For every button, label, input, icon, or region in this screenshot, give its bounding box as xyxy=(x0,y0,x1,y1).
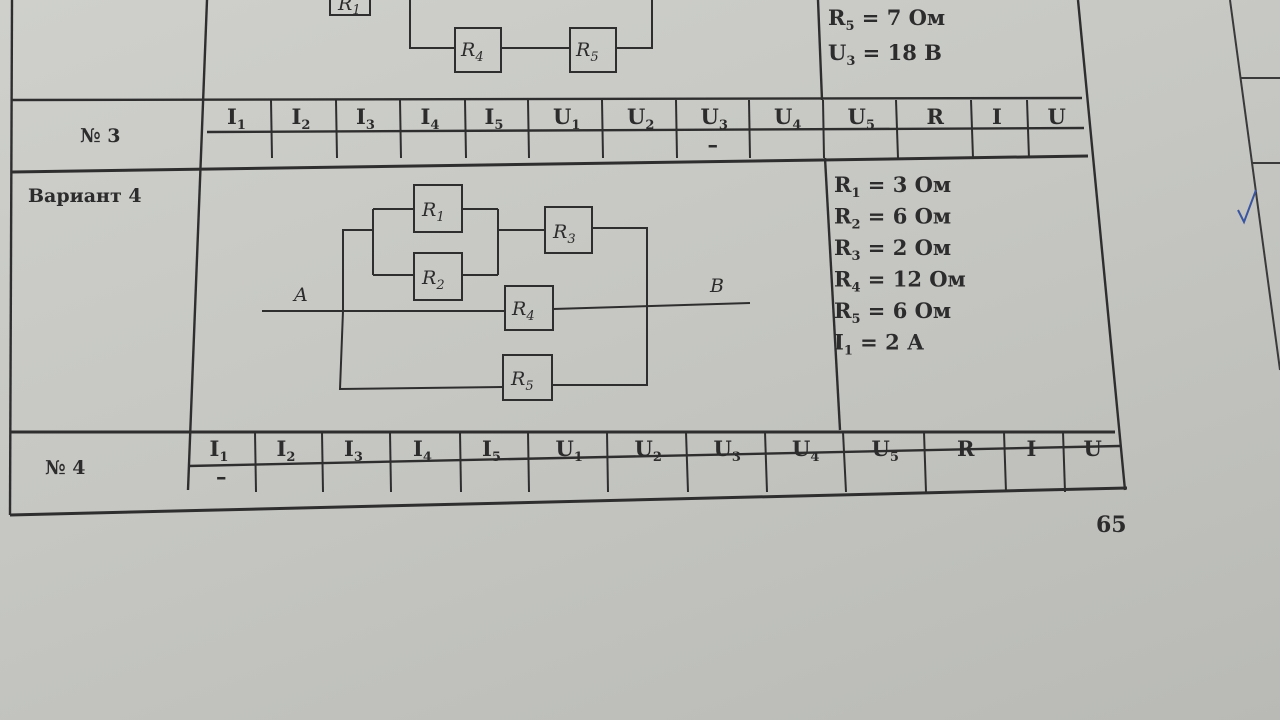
label-r2: R2 xyxy=(421,267,445,293)
column-header: I xyxy=(1027,436,1037,461)
node-b-label: B xyxy=(709,275,724,297)
param-v3-u3: U3 = 18 В xyxy=(828,40,942,69)
column-header: I5 xyxy=(485,104,504,133)
label-r3: R3 xyxy=(552,221,576,247)
label-r4: R4 xyxy=(511,298,535,324)
resistor-r1 xyxy=(329,0,371,16)
column-header: I2 xyxy=(292,104,311,133)
column-header: R xyxy=(927,104,945,129)
column-header: I4 xyxy=(413,436,432,465)
row-label-4: № 4 xyxy=(45,457,86,479)
column-header: U4 xyxy=(774,104,801,133)
circuit-variant-4 xyxy=(262,184,751,401)
column-header: U2 xyxy=(635,436,662,465)
resistor-r5 xyxy=(569,27,617,73)
column-header: I4 xyxy=(421,104,440,133)
label-r5: R5 xyxy=(510,368,534,394)
column-header: I xyxy=(992,104,1002,129)
table-column-divider xyxy=(254,431,257,493)
resistor-r5 xyxy=(502,354,553,401)
table-column-divider xyxy=(321,431,324,493)
table-column-divider xyxy=(822,99,825,159)
column-header: U1 xyxy=(556,436,583,465)
column-header: I2 xyxy=(277,436,296,465)
table-column-divider xyxy=(335,99,338,159)
label-r5-top: R5 xyxy=(575,39,599,65)
table-column-divider xyxy=(1026,99,1030,159)
column-header: I1 xyxy=(227,104,246,133)
column-header: U xyxy=(1048,104,1066,129)
variant-4-title: Вариант 4 xyxy=(28,185,142,207)
table-column-divider xyxy=(895,99,899,159)
table-column-divider xyxy=(270,99,273,159)
pen-check-mark xyxy=(1237,189,1257,225)
resistor-r4 xyxy=(454,27,502,73)
table-column-divider xyxy=(527,99,530,159)
column-header: U2 xyxy=(627,104,654,133)
column-header: I5 xyxy=(482,436,501,465)
resistor-r3 xyxy=(544,206,593,254)
answer-cell[interactable]: – xyxy=(708,132,719,157)
resistor-r2 xyxy=(413,252,463,301)
param-v4: R5 = 6 Ом xyxy=(834,298,951,327)
column-header: U1 xyxy=(553,104,580,133)
table-column-divider xyxy=(527,431,530,493)
column-header: R xyxy=(957,436,975,461)
node-a-label: A xyxy=(292,284,308,306)
column-header: U3 xyxy=(701,104,728,133)
param-v4: R3 = 2 Ом xyxy=(834,235,951,264)
table-column-divider xyxy=(1003,431,1007,493)
table-column-divider xyxy=(842,431,847,493)
table-column-divider xyxy=(923,431,927,493)
param-v4: R1 = 3 Ом xyxy=(834,172,951,201)
param-v4: R4 = 12 Ом xyxy=(834,267,966,296)
column-header: U3 xyxy=(714,436,741,465)
column-header: I1 xyxy=(210,436,229,465)
column-header: U5 xyxy=(848,104,875,133)
column-header: I3 xyxy=(344,436,363,465)
param-v4: R2 = 6 Ом xyxy=(834,204,951,233)
circuit-variant-3-fragment xyxy=(329,0,653,73)
column-header: I3 xyxy=(356,104,375,133)
table-column-divider xyxy=(606,431,609,493)
answer-cell[interactable]: – xyxy=(216,464,227,489)
row-label-3: № 3 xyxy=(80,125,121,147)
table-frame xyxy=(8,0,1128,517)
table-column-divider xyxy=(601,99,604,159)
table-column-divider xyxy=(970,99,974,159)
label-r1-top: R1 xyxy=(337,0,361,18)
table-column-divider xyxy=(685,431,689,493)
table-column-divider xyxy=(675,99,678,159)
column-header: U5 xyxy=(872,436,899,465)
table-column-divider xyxy=(748,99,751,159)
adjacent-page-frame xyxy=(1229,0,1280,371)
column-header: U xyxy=(1084,436,1102,461)
column-header: U4 xyxy=(792,436,819,465)
param-v3-r5: R5 = 7 Ом xyxy=(828,5,945,34)
page-number: 65 xyxy=(1096,512,1127,538)
table-column-divider xyxy=(389,431,392,493)
table-column-divider xyxy=(1062,431,1066,493)
table-column-divider xyxy=(464,99,467,159)
label-r1: R1 xyxy=(421,199,445,225)
param-v4: I1 = 2 А xyxy=(834,330,924,359)
label-r4-top: R4 xyxy=(460,39,484,65)
table-column-divider xyxy=(399,99,402,159)
table-column-divider xyxy=(459,431,462,493)
table-column-divider xyxy=(764,431,768,493)
